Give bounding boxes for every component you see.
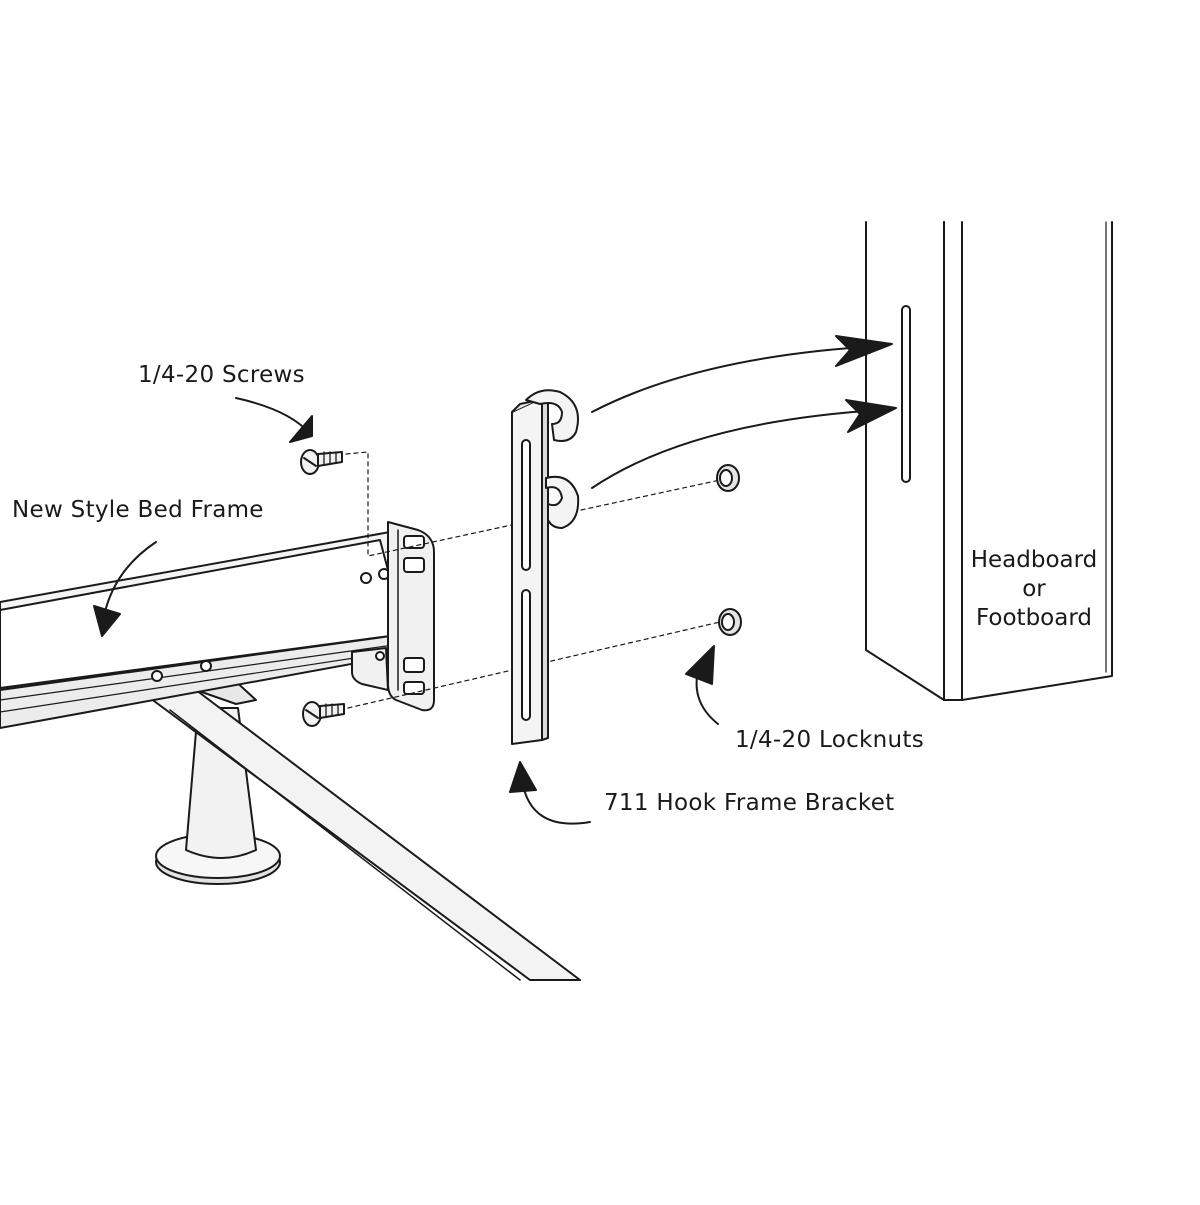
label-board-line1: Headboard	[970, 547, 1098, 573]
label-hook-bracket: 711 Hook Frame Bracket	[604, 790, 895, 816]
label-board-line3: Footboard	[976, 605, 1092, 631]
frame-end-bracket	[351, 521, 435, 712]
label-bed-frame: New Style Bed Frame	[12, 497, 264, 523]
locknut-bottom	[718, 608, 742, 636]
arrow-bracket	[509, 761, 591, 825]
arrow-hook-upper	[591, 335, 893, 413]
label-locknuts: 1/4-20 Locknuts	[735, 727, 924, 753]
locknut-top	[716, 464, 740, 492]
screw-top	[300, 449, 343, 475]
arrow-hook-lower	[591, 399, 897, 489]
label-board-line2: or	[1022, 576, 1046, 602]
arrow-bed-frame	[93, 541, 157, 637]
hook-frame-bracket	[511, 389, 580, 745]
screw-bottom	[302, 701, 345, 727]
label-screws: 1/4-20 Screws	[138, 362, 305, 388]
headboard-post	[865, 221, 1113, 701]
label-headboard-footboard: Headboard or Footboard	[958, 546, 1110, 633]
arrow-screws	[235, 397, 313, 443]
bed-frame-rail	[0, 531, 429, 729]
arrow-locknuts	[685, 645, 719, 725]
